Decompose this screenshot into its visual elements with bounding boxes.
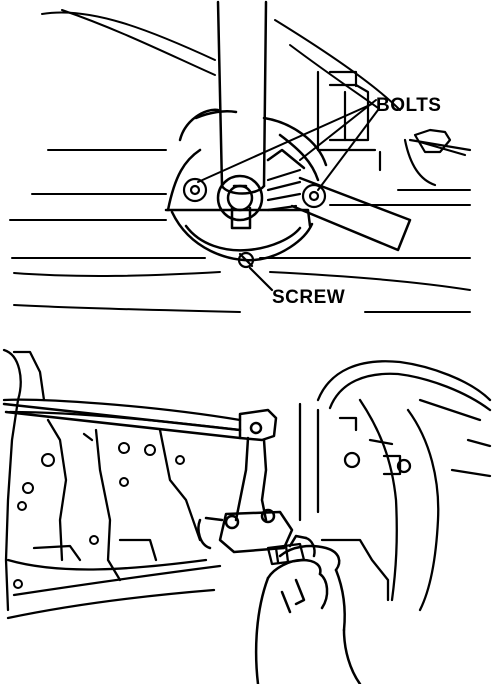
holding-tool bbox=[266, 148, 412, 252]
bell-housing bbox=[298, 360, 492, 612]
center-nut bbox=[216, 174, 264, 230]
linkage-lever bbox=[197, 408, 294, 554]
transmission-case bbox=[2, 348, 242, 620]
control-rod bbox=[2, 402, 242, 440]
top-body-lines bbox=[9, 9, 471, 313]
bottom-figure bbox=[2, 348, 492, 684]
screw bbox=[237, 251, 274, 292]
bolts-leader-lines bbox=[197, 99, 379, 191]
bolts-label: BOLTS bbox=[376, 95, 442, 116]
bolt-left bbox=[182, 177, 208, 203]
socket-tool bbox=[266, 542, 306, 566]
top-figure bbox=[9, 0, 472, 313]
screw-label: SCREW bbox=[272, 287, 346, 308]
spring-tabs bbox=[266, 168, 302, 212]
bolt-right bbox=[301, 183, 327, 209]
wrench-handle bbox=[216, 0, 268, 195]
hand bbox=[254, 534, 362, 684]
case-rivets bbox=[13, 442, 185, 589]
